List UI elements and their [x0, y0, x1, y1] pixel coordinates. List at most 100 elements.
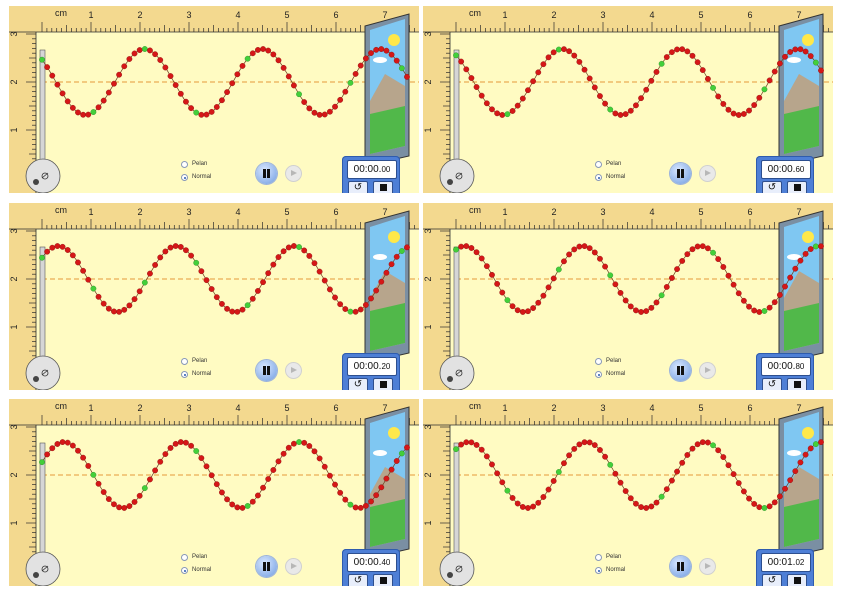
bead — [404, 244, 410, 251]
pause-button[interactable] — [670, 556, 691, 577]
option-normal[interactable]: Normal — [181, 564, 211, 577]
reset-button[interactable]: ↺ — [348, 574, 368, 586]
damping-options: Pelan Normal — [181, 158, 211, 184]
reset-button[interactable]: ↺ — [762, 181, 782, 193]
oscillator-knob-icon[interactable] — [439, 551, 475, 586]
oscillator-knob-icon[interactable] — [25, 158, 61, 193]
bead — [326, 286, 333, 293]
pause-button[interactable] — [256, 360, 277, 381]
bead — [509, 303, 516, 310]
option-normal[interactable]: Normal — [595, 564, 625, 577]
ruler-top-label: 6 — [747, 403, 752, 413]
stop-button[interactable] — [787, 378, 807, 390]
radio-slow[interactable] — [181, 161, 188, 168]
stop-button[interactable] — [787, 181, 807, 193]
bead — [167, 445, 174, 451]
pause-button[interactable] — [256, 556, 277, 577]
pause-button[interactable] — [670, 360, 691, 381]
pause-button[interactable] — [256, 163, 277, 184]
bead — [393, 57, 400, 64]
stop-button[interactable] — [373, 181, 393, 193]
step-button[interactable] — [700, 363, 715, 378]
option-slow[interactable]: Pelan — [181, 355, 211, 368]
step-button[interactable] — [700, 559, 715, 574]
step-button[interactable] — [286, 363, 301, 378]
step-button[interactable] — [700, 166, 715, 181]
stop-button[interactable] — [787, 574, 807, 586]
bead — [694, 243, 701, 250]
step-button[interactable] — [286, 166, 301, 181]
option-slow[interactable]: Pelan — [595, 551, 625, 564]
bead — [638, 309, 644, 315]
radio-normal[interactable] — [181, 567, 188, 574]
radio-normal[interactable] — [181, 174, 188, 181]
option-slow[interactable]: Pelan — [181, 551, 211, 564]
reset-button[interactable]: ↺ — [762, 378, 782, 390]
radio-slow[interactable] — [595, 554, 602, 561]
top-ruler — [423, 6, 833, 32]
option-slow[interactable]: Pelan — [595, 355, 625, 368]
radio-slow[interactable] — [181, 554, 188, 561]
bead — [265, 270, 272, 277]
left-ruler — [423, 203, 450, 390]
option-slow[interactable]: Pelan — [595, 158, 625, 171]
option-normal[interactable]: Normal — [595, 368, 625, 381]
bead — [782, 53, 788, 60]
bead — [342, 88, 349, 95]
bead — [468, 75, 475, 81]
bead — [463, 243, 470, 249]
bead — [740, 297, 747, 304]
oscillator-knob-icon[interactable] — [25, 355, 61, 390]
radio-normal[interactable] — [595, 174, 602, 181]
radio-normal[interactable] — [595, 371, 602, 378]
reset-button[interactable]: ↺ — [762, 574, 782, 586]
option-normal[interactable]: Normal — [181, 171, 211, 184]
bead — [715, 447, 722, 454]
bead — [776, 493, 783, 500]
option-slow[interactable]: Pelan — [181, 158, 211, 171]
bead — [566, 452, 572, 459]
bead — [75, 109, 81, 116]
bead — [720, 454, 727, 460]
bead-marker — [453, 246, 459, 253]
radio-slow[interactable] — [595, 358, 602, 365]
radio-normal[interactable] — [181, 371, 188, 378]
bead — [393, 253, 400, 260]
oscillator-knob-icon[interactable] — [25, 551, 61, 586]
option-normal[interactable]: Normal — [595, 171, 625, 184]
bead — [602, 453, 608, 460]
bead — [95, 104, 102, 111]
bead — [705, 245, 711, 252]
stop-button[interactable] — [373, 378, 393, 390]
reset-button[interactable]: ↺ — [348, 181, 368, 193]
bead — [85, 463, 92, 469]
bead-marker — [244, 503, 251, 509]
bead-marker — [761, 308, 768, 314]
bead — [617, 479, 624, 486]
reset-button[interactable]: ↺ — [348, 378, 368, 390]
sun-icon — [802, 34, 814, 46]
bead — [69, 104, 76, 111]
bead — [362, 302, 369, 308]
ruler-top-label: 6 — [747, 10, 752, 20]
radio-slow[interactable] — [181, 358, 188, 365]
bead-marker — [812, 59, 819, 66]
ruler-left-label: 3 — [423, 31, 433, 36]
step-button[interactable] — [286, 559, 301, 574]
bead — [280, 450, 287, 457]
option-normal[interactable]: Normal — [181, 368, 211, 381]
bead — [260, 484, 266, 491]
oscillator-knob-icon[interactable] — [439, 355, 475, 390]
bead — [362, 502, 369, 509]
unit-label: cm — [469, 8, 481, 18]
pause-button[interactable] — [670, 163, 691, 184]
bead — [782, 485, 788, 492]
radio-normal[interactable] — [595, 567, 602, 574]
bead — [157, 254, 164, 261]
bead — [357, 306, 364, 313]
oscillator-knob-icon[interactable] — [439, 158, 475, 193]
stop-button[interactable] — [373, 574, 393, 586]
radio-slow[interactable] — [595, 161, 602, 168]
bead — [172, 82, 179, 88]
